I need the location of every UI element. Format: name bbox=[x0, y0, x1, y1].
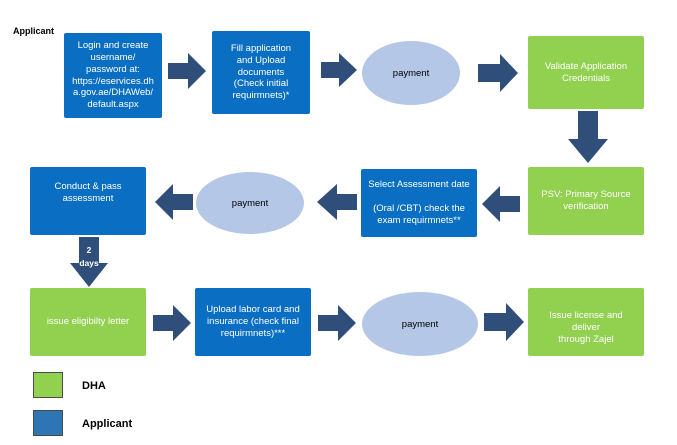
arrow-right-icon bbox=[478, 54, 518, 92]
payment-step-3: payment bbox=[362, 292, 478, 356]
arrow-right-icon bbox=[321, 53, 357, 87]
arrow-left-icon bbox=[155, 184, 193, 220]
lane-label: Applicant bbox=[13, 26, 55, 36]
payment-step-2: payment bbox=[196, 172, 304, 234]
payment-step-1: payment bbox=[362, 41, 460, 105]
arrow-down-icon bbox=[568, 111, 608, 163]
duration-label: 2 days bbox=[79, 245, 99, 268]
arrow-right-icon bbox=[318, 305, 356, 341]
login-step: Login and create username/ password at: … bbox=[64, 33, 162, 118]
issue-eligibility-step: issue eligibilty letter bbox=[30, 288, 146, 356]
legend-label-applicant: Applicant bbox=[82, 418, 133, 430]
legend-label-dha: DHA bbox=[82, 380, 106, 392]
fill-application-step: Fill application and Upload documents (C… bbox=[212, 31, 310, 114]
legend-swatch-dha bbox=[33, 372, 63, 398]
arrow-right-icon bbox=[153, 305, 191, 341]
arrow-right-icon bbox=[484, 303, 524, 341]
validate-credentials-step: Validate Application Credentials bbox=[528, 36, 644, 109]
arrow-left-icon bbox=[482, 186, 520, 222]
select-assessment-date-step: Select Assessment date (Oral /CBT) check… bbox=[361, 169, 477, 237]
conduct-assessment-step: Conduct & pass assessment bbox=[30, 167, 146, 235]
arrow-right-icon bbox=[168, 53, 206, 89]
arrow-down-icon bbox=[70, 237, 108, 287]
issue-license-step: Issue license and deliver through Zajel bbox=[528, 288, 644, 356]
upload-labor-card-step: Upload labor card and insurance (check f… bbox=[195, 288, 311, 356]
legend-swatch-applicant bbox=[33, 410, 63, 436]
psv-step: PSV: Primary Source verification bbox=[528, 167, 644, 235]
arrow-left-icon bbox=[317, 184, 357, 220]
